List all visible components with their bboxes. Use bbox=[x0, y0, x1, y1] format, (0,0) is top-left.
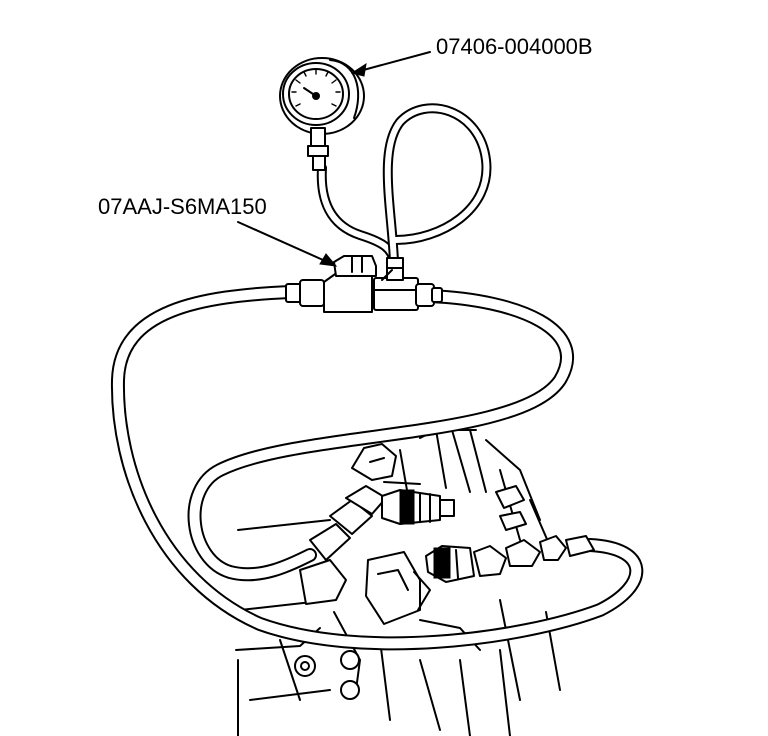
callout-leaders bbox=[237, 51, 431, 267]
engine-components bbox=[235, 429, 561, 736]
gauge-part-number-label: 07406-004000B bbox=[436, 34, 593, 59]
adapter-part-number-label: 07AAJ-S6MA150 bbox=[98, 194, 267, 219]
fuel-line-connections bbox=[309, 485, 595, 611]
pressure-gauge bbox=[279, 57, 365, 171]
fuel-hose-loop bbox=[110, 285, 644, 651]
gauge-hose bbox=[316, 103, 492, 267]
adapter-tee-assembly bbox=[285, 255, 443, 313]
